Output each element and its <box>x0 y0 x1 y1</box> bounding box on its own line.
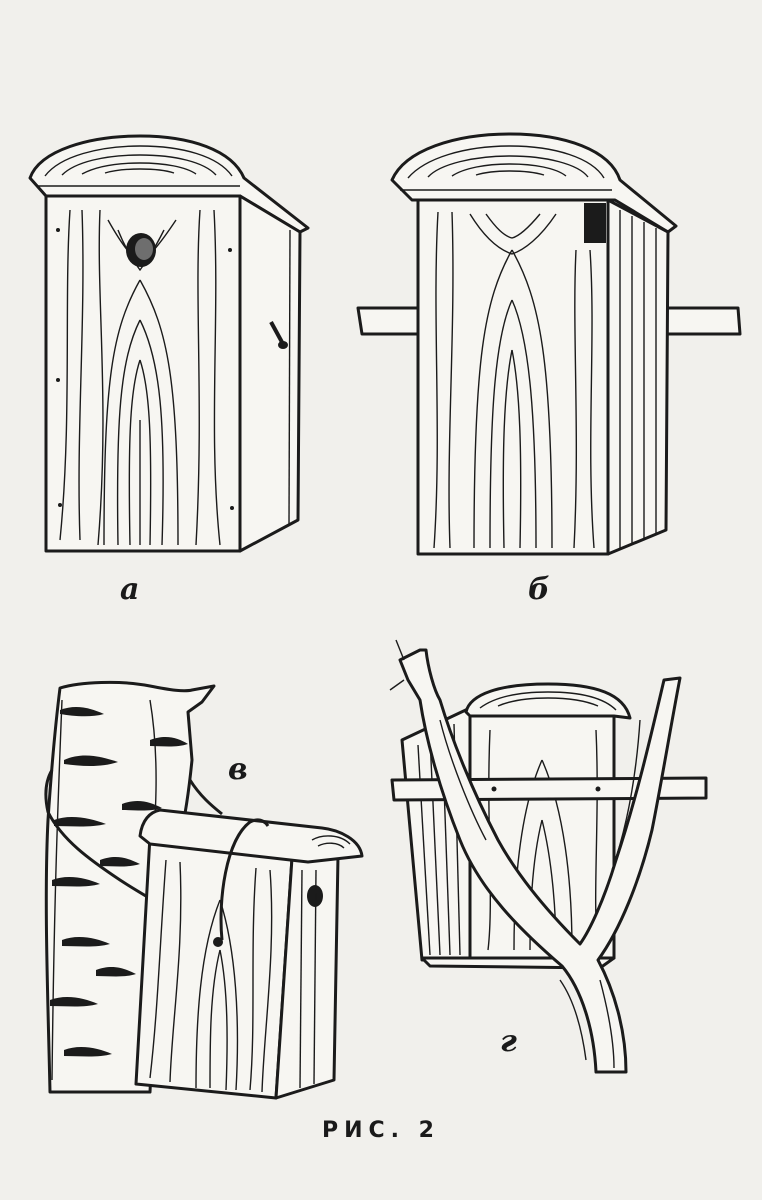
birdhouse-g-scene <box>389 639 708 1074</box>
birdhouse-a-grain <box>59 209 221 546</box>
birdhouse-v-roof <box>138 808 364 864</box>
birdhouse-b <box>356 132 742 556</box>
birdhouse-a-roof <box>28 134 310 234</box>
birdhouse-b-mount-bar-right <box>664 306 742 336</box>
birdhouse-g-roof <box>464 682 632 720</box>
birch-bark-marks <box>50 707 188 1057</box>
nail-icon <box>269 321 288 349</box>
label-v: в <box>228 752 248 787</box>
label-g: г <box>500 1024 517 1059</box>
figure-caption: РИС. 2 <box>321 1118 440 1143</box>
birdhouse-a-side <box>238 194 302 553</box>
tree-fork <box>398 648 682 1074</box>
birdhouse-v-entrance-hole <box>307 885 323 907</box>
birdhouse-v-scene <box>44 680 364 1100</box>
birdhouse-a <box>28 134 310 553</box>
birdhouse-a-roof-rings <box>36 145 240 187</box>
label-a: а <box>120 572 140 607</box>
label-b: б <box>528 572 550 607</box>
birdhouse-b-side <box>606 198 670 556</box>
birdhouse-b-entrance-notch <box>584 203 606 243</box>
birdhouse-b-mount-bar-left <box>356 306 420 336</box>
birdhouse-b-roof <box>390 132 678 234</box>
